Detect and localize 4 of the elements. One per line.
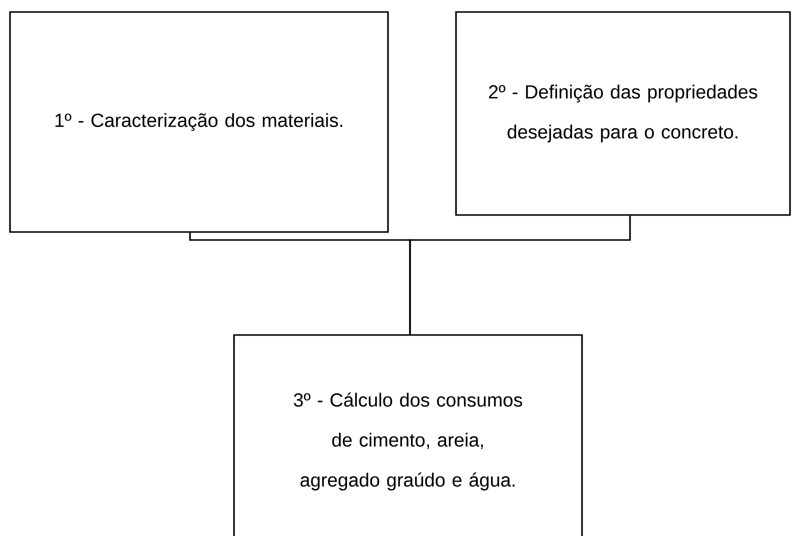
connector-line — [409, 216, 631, 334]
process-box: 1º - Caracterização dos materiais. — [9, 11, 389, 233]
process-box: 3º - Cálculo dos consumos de cimento, areia, agregado graúdo e água. — [233, 334, 583, 536]
process-box: 2º - Definição das propriedades desejadas para o concreto. — [455, 11, 791, 216]
